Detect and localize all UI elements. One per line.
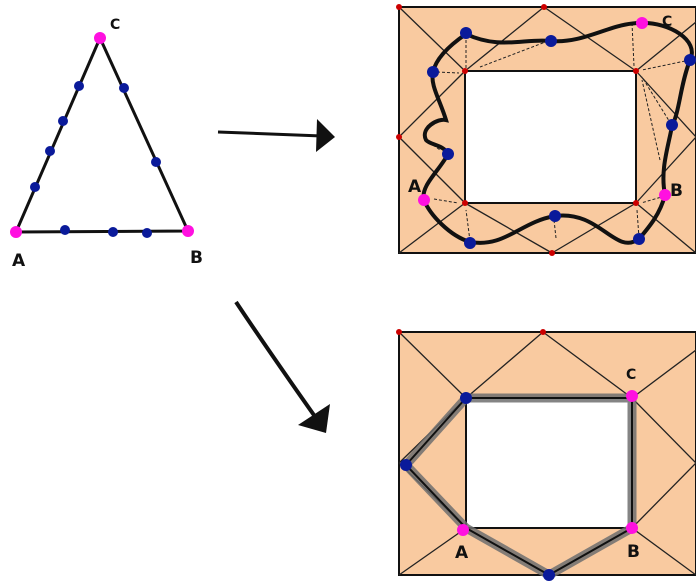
triangle-vertex-b xyxy=(182,225,194,237)
triangle-label-b: B xyxy=(190,248,203,268)
triangle-blue-dot xyxy=(60,225,70,235)
bottom-panel-grid-node xyxy=(540,329,546,335)
top-panel-label-b: B xyxy=(670,181,683,201)
bottom-panel-label-b: B xyxy=(627,542,640,562)
top-panel-fill xyxy=(399,7,696,253)
triangle-figure: A B C xyxy=(10,17,203,271)
triangle-blue-dot xyxy=(151,157,161,167)
triangle-outline xyxy=(13,34,191,234)
right-arrow-shaft xyxy=(217,130,323,138)
right-arrow-head xyxy=(316,119,335,152)
down-arrow xyxy=(234,300,330,433)
top-panel-border xyxy=(398,6,696,254)
bottom-panel-blue-dot xyxy=(460,392,472,404)
top-panel-grid-lines xyxy=(398,6,696,254)
triangle-blue-dot xyxy=(142,228,152,238)
top-panel-label-a: A xyxy=(408,177,422,197)
triangle-vertex-c xyxy=(94,32,106,44)
bottom-panel-vertex-a xyxy=(457,524,469,536)
bottom-panel-vertex-c xyxy=(626,390,638,402)
top-panel-closed-curve xyxy=(421,20,694,245)
bottom-panel-fill xyxy=(399,332,696,575)
top-panel-vertex-a xyxy=(418,194,430,206)
triangle-blue-dot xyxy=(58,116,68,126)
triangle-blue-dot xyxy=(74,81,84,91)
bottom-panel-blue-dot xyxy=(543,569,555,581)
triangle-blue-dot xyxy=(119,83,129,93)
down-arrow-shaft xyxy=(234,300,318,420)
triangle-vertex-a xyxy=(10,226,22,238)
top-panel: A B C xyxy=(396,4,696,256)
bottom-panel-vertex-b xyxy=(626,522,638,534)
bottom-panel: A B C xyxy=(396,329,696,581)
bottom-panel-label-a: A xyxy=(455,543,469,563)
top-panel-vertex-b xyxy=(659,189,671,201)
right-arrow xyxy=(217,119,335,152)
bottom-panel-blue-dot xyxy=(400,459,412,471)
triangle-label-c: C xyxy=(110,17,120,33)
bottom-panel-label-c: C xyxy=(626,367,636,383)
top-panel-label-c: C xyxy=(662,14,672,30)
triangle-blue-dot xyxy=(108,227,118,237)
top-panel-blue-dots xyxy=(427,27,696,249)
triangle-blue-dot xyxy=(45,146,55,156)
triangle-label-a: A xyxy=(12,251,26,271)
down-arrow-head xyxy=(298,404,330,433)
triangle-blue-dot xyxy=(30,182,40,192)
bottom-panel-hole xyxy=(465,397,633,529)
top-panel-grid-nodes xyxy=(396,4,639,256)
top-panel-hole xyxy=(464,70,637,204)
bottom-panel-grid-node xyxy=(396,329,402,335)
top-panel-vertex-c xyxy=(636,17,648,29)
